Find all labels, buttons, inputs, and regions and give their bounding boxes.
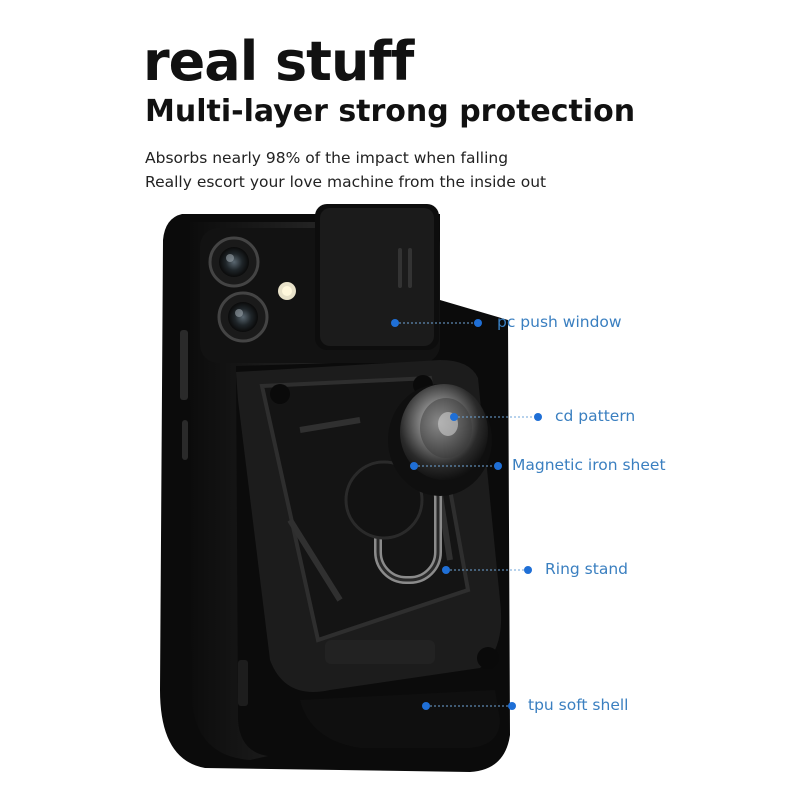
cd-pattern-disk: [388, 384, 492, 496]
callout-pc-push-window: pc push window: [497, 313, 622, 331]
callout-magnetic-iron-sheet: Magnetic iron sheet: [512, 456, 666, 474]
callout-ring-stand: Ring stand: [545, 560, 628, 578]
tagline-block: Absorbs nearly 98% of the impact when fa…: [145, 146, 546, 194]
headline: real stuff: [143, 30, 414, 93]
push-window-slider: [315, 204, 439, 350]
callout-cd-pattern: cd pattern: [555, 407, 636, 425]
tagline-line-1: Absorbs nearly 98% of the impact when fa…: [145, 149, 509, 167]
subheadline: Multi-layer strong protection: [145, 94, 636, 129]
callout-tpu-soft-shell: tpu soft shell: [528, 696, 629, 714]
callout-markers: [391, 319, 542, 710]
tagline-line-2: Really escort your love machine from the…: [145, 173, 547, 191]
